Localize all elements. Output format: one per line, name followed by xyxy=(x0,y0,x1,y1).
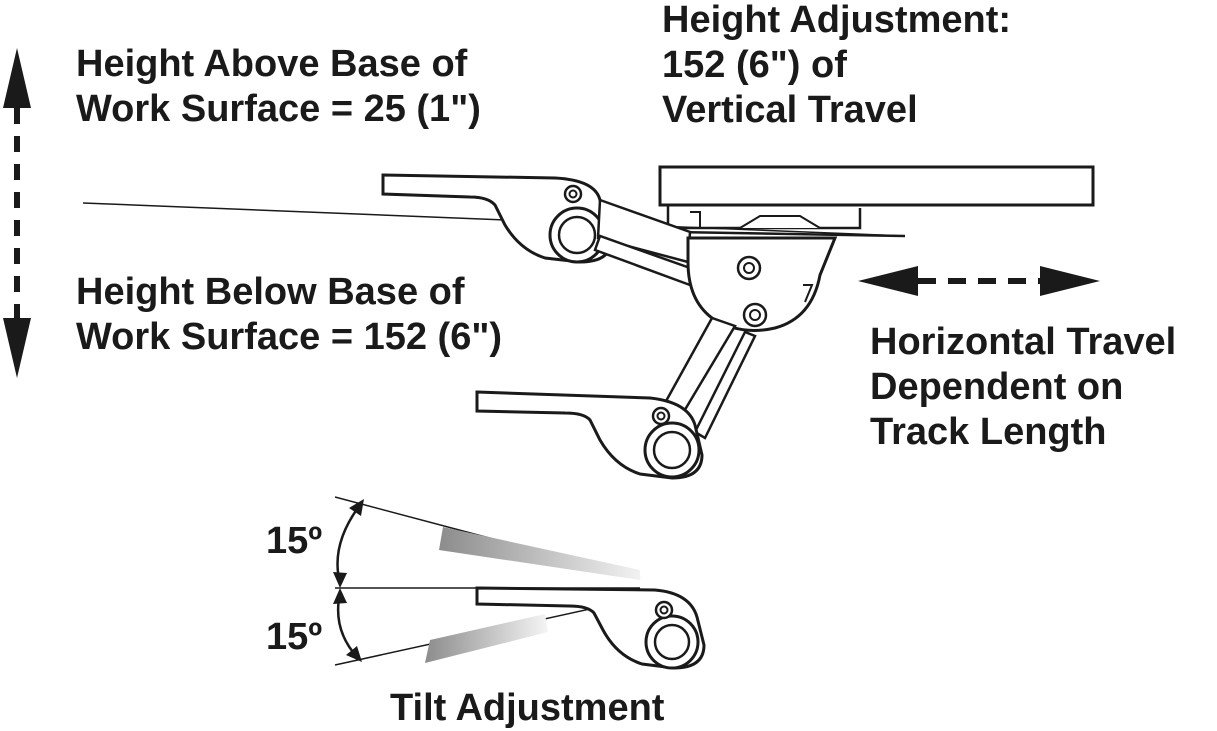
horizontal-travel-line-2: Dependent on xyxy=(870,366,1124,408)
height-adjustment-line-3: Vertical Travel xyxy=(662,89,918,131)
tilt-keyboard-arm xyxy=(475,586,706,670)
height-above-label: Height Above Base of Work Surface = 25 (… xyxy=(76,42,481,132)
lower-keyboard-arm xyxy=(475,390,704,480)
height-below-label: Height Below Base of Work Surface = 152 … xyxy=(76,270,502,360)
tilt-up-angle-label: 15º xyxy=(266,520,323,562)
height-below-line-2: Work Surface = 152 (6") xyxy=(76,316,502,358)
tilt-down-shadow xyxy=(425,614,548,663)
tilt-down-angle-arc-icon xyxy=(333,588,362,662)
tilt-adjustment-label: Tilt Adjustment xyxy=(390,687,665,729)
horizontal-travel-line-3: Track Length xyxy=(870,411,1107,453)
mounting-track xyxy=(666,205,906,238)
pivot-housing xyxy=(686,236,838,332)
height-above-line-1: Height Above Base of xyxy=(76,43,468,85)
horizontal-travel-line-1: Horizontal Travel xyxy=(870,321,1177,363)
tilt-up-angle-arc-icon xyxy=(333,499,364,588)
horizontal-travel-arrow-icon xyxy=(858,266,1100,296)
height-below-line-1: Height Below Base of xyxy=(76,271,465,313)
horizontal-travel-label: Horizontal Travel Dependent on Track Len… xyxy=(870,320,1176,455)
work-surface-board xyxy=(658,165,1095,207)
upper-keyboard-arm xyxy=(381,173,614,264)
work-surface-line xyxy=(82,202,906,237)
upper-linkage xyxy=(593,198,692,287)
vertical-travel-arrow-icon xyxy=(3,48,31,378)
height-adjustment-line-2: 152 (6") of xyxy=(662,44,847,86)
height-above-line-2: Work Surface = 25 (1") xyxy=(76,88,481,130)
tilt-down-angle-label: 15º xyxy=(266,616,323,658)
tilt-up-shadow xyxy=(439,527,640,580)
height-adjustment-line-1: Height Adjustment: xyxy=(662,0,1012,41)
height-adjustment-label: Height Adjustment: 152 (6") of Vertical … xyxy=(662,0,1011,133)
